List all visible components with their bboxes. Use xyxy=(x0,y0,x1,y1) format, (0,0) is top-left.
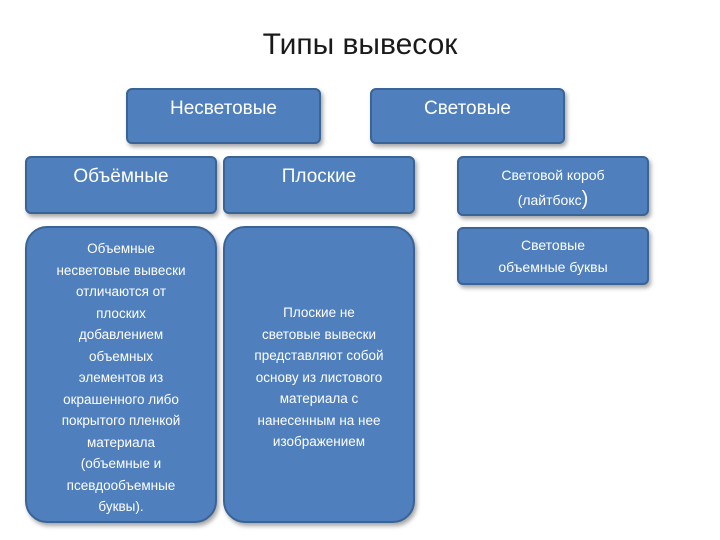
category-non-lit-label: Несветовые xyxy=(170,98,277,119)
category-non-lit: Несветовые xyxy=(126,88,321,144)
lightbox-label-line2: (лайтбокс) xyxy=(518,187,589,212)
description-line: материала с xyxy=(279,391,359,406)
description-line: Плоские не xyxy=(283,305,355,320)
category-lit-label: Световые xyxy=(424,98,511,119)
category-lit: Световые xyxy=(370,88,565,144)
description-line: несветовые вывески xyxy=(56,262,186,278)
description-line: буквы). xyxy=(98,499,144,514)
description-line: нанесенным на нее xyxy=(257,412,381,428)
lightbox-label-text: (лайтбокс xyxy=(517,191,582,208)
description-line: плоских xyxy=(96,305,146,321)
description-line: (объемные и xyxy=(80,456,162,471)
description-line: отличаются от xyxy=(75,284,167,299)
description-line: материала xyxy=(87,434,155,450)
description-line: Объемные xyxy=(87,241,155,256)
subcategory-volumetric: Объёмные xyxy=(25,156,217,214)
subcategory-flat-label: Плоские xyxy=(281,166,357,187)
description-line: представляют собой xyxy=(254,348,384,363)
description-flat: Плоские не световые вывески представляют с… xyxy=(223,226,415,523)
description-line: основу из листового xyxy=(255,369,383,385)
subcategory-lit-letters: Световые объемные буквы xyxy=(457,227,649,285)
description-line: окрашенного либо xyxy=(63,391,179,407)
description-line: элементов из xyxy=(78,370,164,385)
lightbox-label-line1: Световой короб xyxy=(501,166,605,183)
subcategory-volumetric-label: Объёмные xyxy=(73,166,169,187)
description-line: световые вывески xyxy=(261,326,377,342)
description-line: объемных xyxy=(89,348,153,364)
description-line: покрытого пленкой xyxy=(61,413,181,428)
description-line: псевдообъемные xyxy=(66,477,176,493)
lit-letters-label-line2: объемные буквы xyxy=(498,259,608,275)
description-line: изображением xyxy=(272,434,366,449)
description-line: добавлением xyxy=(78,327,164,342)
description-volumetric: Объемные несветовые вывески отличаются от п… xyxy=(25,226,217,523)
subcategory-lightbox: Световой короб (лайтбокс) xyxy=(457,156,649,216)
lightbox-closing-paren: ) xyxy=(581,187,589,210)
diagram-title: Типы вывесок xyxy=(262,28,458,61)
lit-letters-label-line1: Световые xyxy=(520,237,586,253)
subcategory-flat: Плоские xyxy=(223,156,415,214)
